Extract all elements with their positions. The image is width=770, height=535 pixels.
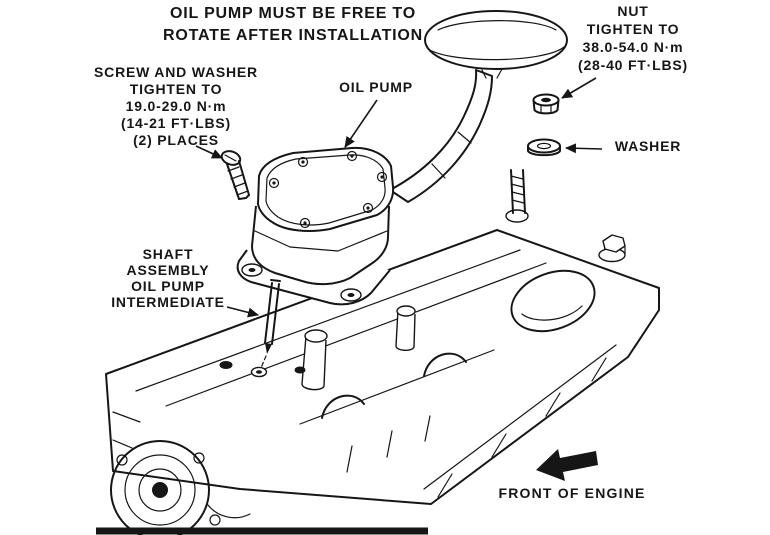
pump-cover-bolts xyxy=(268,150,388,229)
mounting-screw xyxy=(220,150,250,200)
label-oil-pump: OIL PUMP xyxy=(339,79,413,95)
intermediate-shaft xyxy=(250,279,281,378)
washer-leader-arrow-icon xyxy=(565,143,603,154)
oil-pump xyxy=(236,146,395,306)
note-line: OIL PUMP xyxy=(131,278,205,294)
engine-block xyxy=(96,229,660,535)
leader-arrows xyxy=(195,77,603,318)
nut xyxy=(532,93,560,115)
note-rotate-after-installation: OIL PUMP MUST BE FREE TO ROTATE AFTER IN… xyxy=(128,3,458,47)
note-line: 38.0-54.0 N·m xyxy=(582,39,684,55)
note-line: (2) PLACES xyxy=(133,132,219,148)
note-line: 19.0-29.0 N·m xyxy=(125,98,227,114)
note-line: SHAFT xyxy=(142,246,194,262)
note-line: NUT xyxy=(617,3,649,19)
note-nut-torque: NUT TIGHTEN TO 38.0-54.0 N·m (28-40 FT·L… xyxy=(548,2,718,74)
pickup-tube xyxy=(389,69,493,203)
note-line: (28-40 FT·LBS) xyxy=(578,57,688,73)
mounting-stud xyxy=(505,169,529,223)
shaft-leader-arrow-icon xyxy=(226,306,259,318)
front-cover-pulley xyxy=(110,440,210,535)
screw-leader-arrow-icon xyxy=(195,145,223,159)
note-screw-torque: SCREW AND WASHER TIGHTEN TO 19.0-29.0 N·… xyxy=(82,64,270,149)
pump-cover-plate xyxy=(257,146,395,232)
pickup-screen xyxy=(424,10,568,79)
label-shaft-assembly: SHAFT ASSEMBLY OIL PUMP INTERMEDIATE xyxy=(104,246,232,310)
note-line: SCREW AND WASHER xyxy=(94,64,258,80)
oil-pump-leader-arrow-icon xyxy=(344,99,378,148)
label-front-of-engine: FRONT OF ENGINE xyxy=(498,485,646,501)
washer xyxy=(527,138,561,157)
screen-dome xyxy=(424,10,568,70)
note-line: ROTATE AFTER INSTALLATION xyxy=(163,27,423,44)
note-line: TIGHTEN TO xyxy=(586,21,680,37)
note-line: TIGHTEN TO xyxy=(129,81,223,97)
note-line: (14-21 FT·LBS) xyxy=(121,115,231,131)
nut-leader-arrow-icon xyxy=(561,77,597,99)
note-line: OIL PUMP MUST BE FREE TO xyxy=(170,5,416,22)
note-line: ASSEMBLY xyxy=(126,262,210,278)
front-of-engine-arrow-icon xyxy=(536,449,598,481)
label-washer: WASHER xyxy=(614,138,682,154)
note-line: INTERMEDIATE xyxy=(111,294,225,310)
